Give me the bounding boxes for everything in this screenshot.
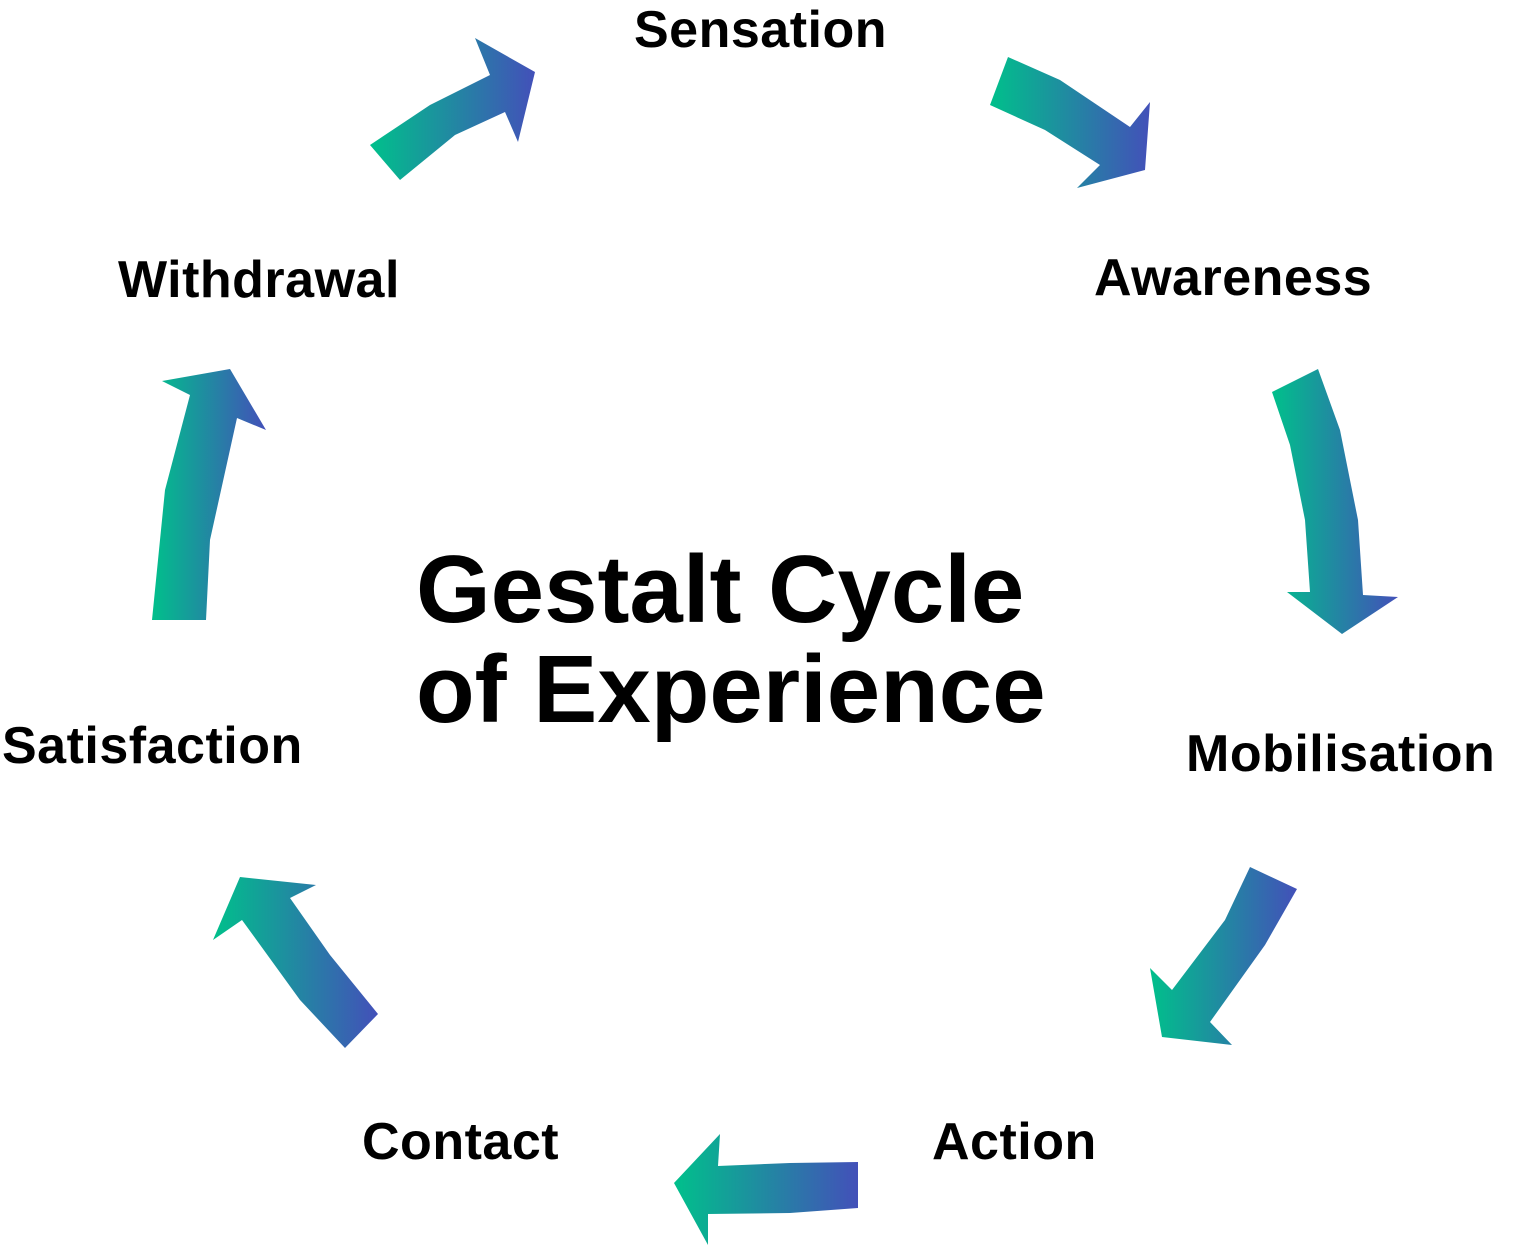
stage-mobilisation: Mobilisation: [1186, 725, 1496, 783]
arrow-satisfaction-to-withdrawal: [152, 369, 266, 620]
arrow-awareness-to-mobilisation: [1272, 369, 1398, 634]
stage-awareness: Awareness: [1094, 249, 1373, 307]
stage-satisfaction: Satisfaction: [2, 717, 303, 775]
diagram-title: Gestalt Cycle of Experience: [416, 540, 1046, 740]
title-line-1: Gestalt Cycle: [416, 536, 1025, 643]
stage-sensation: Sensation: [634, 1, 887, 59]
stage-contact: Contact: [362, 1113, 560, 1171]
stage-action: Action: [932, 1113, 1097, 1171]
arrow-sensation-to-awareness: [990, 57, 1150, 188]
arrow-mobilisation-to-action: [1150, 867, 1297, 1045]
arrow-action-to-contact: [674, 1134, 858, 1245]
arrow-contact-to-satisfaction: [213, 877, 378, 1048]
title-line-2: of Experience: [416, 636, 1046, 743]
stage-withdrawal: Withdrawal: [118, 251, 400, 309]
arrow-withdrawal-to-sensation: [370, 38, 535, 180]
